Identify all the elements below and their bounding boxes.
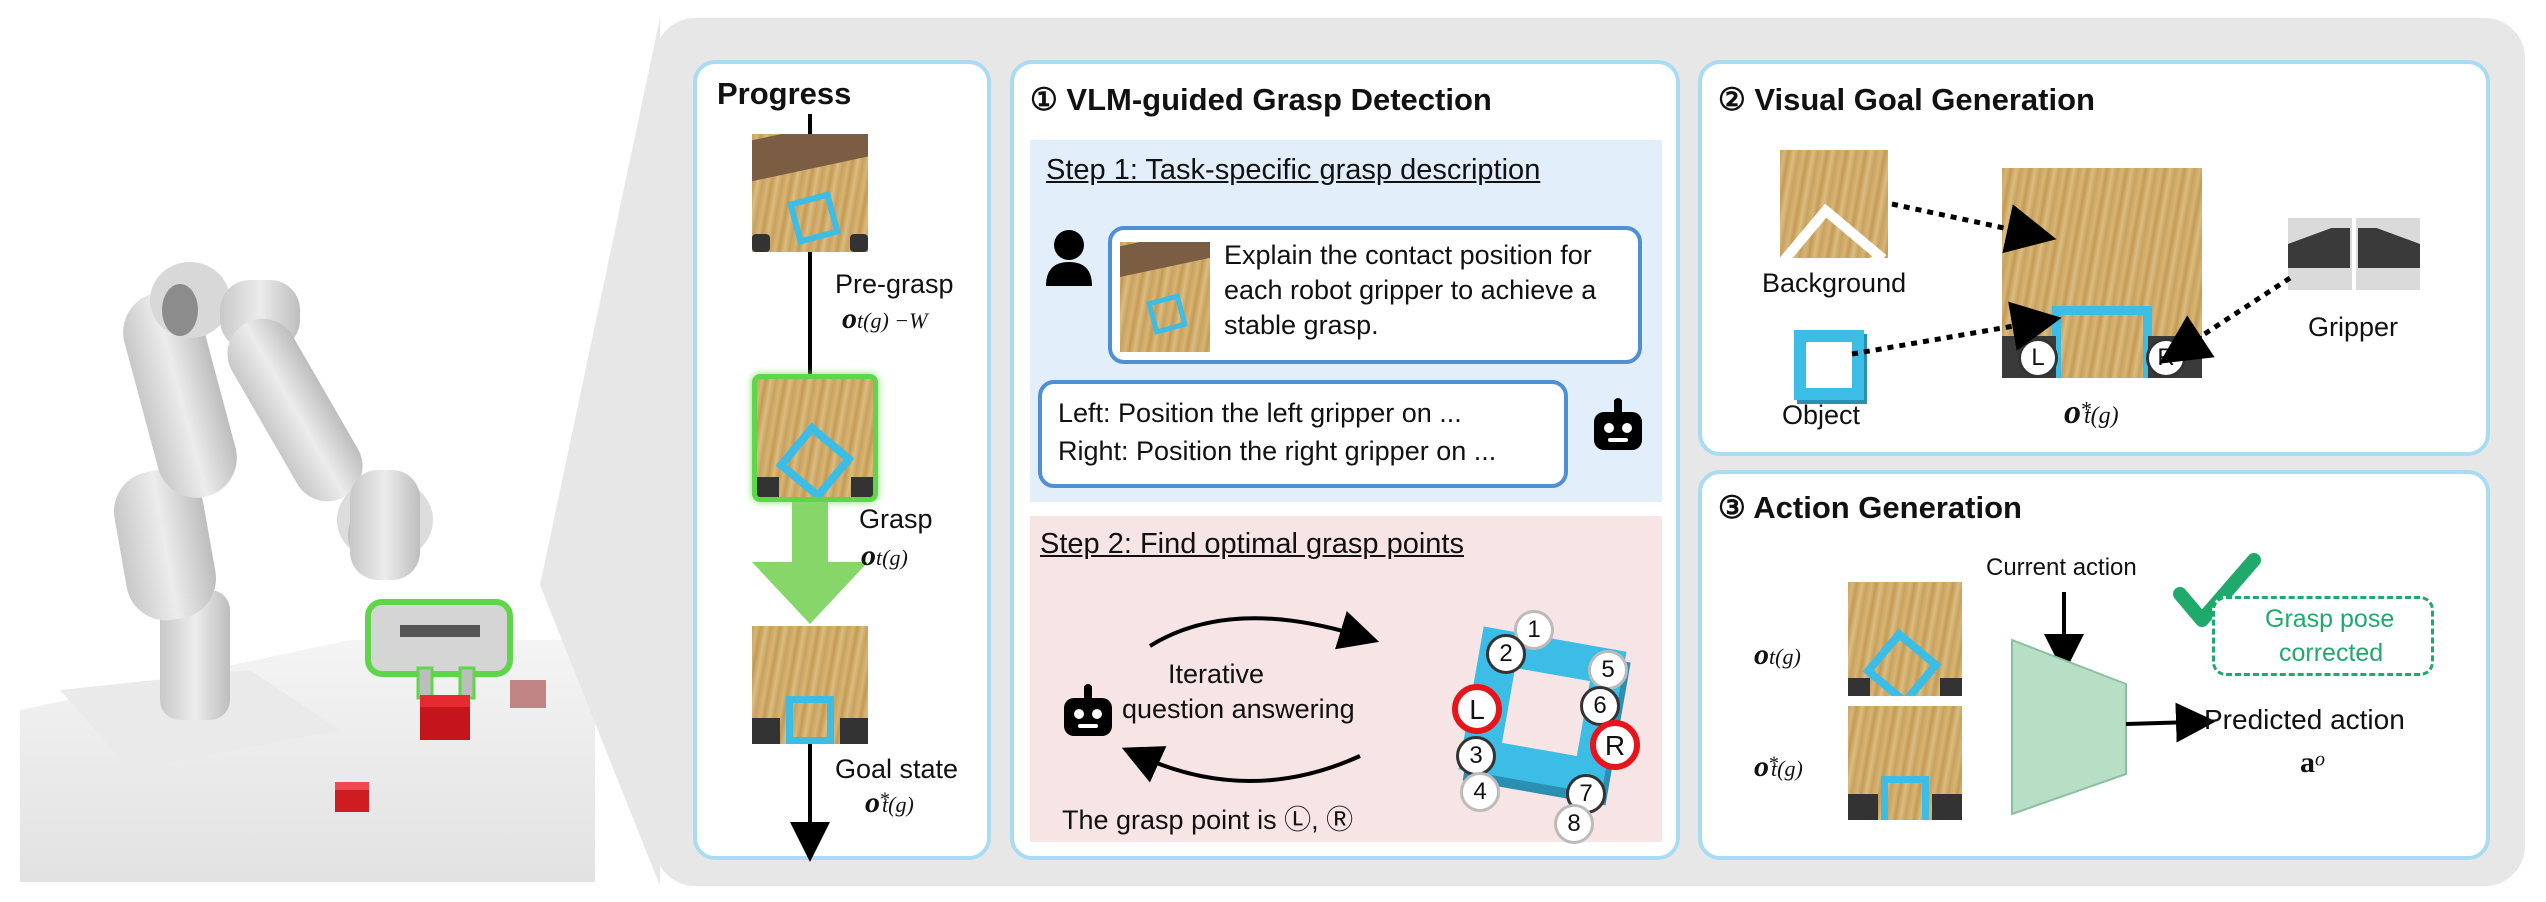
grasp-object: 1 2 3 4 5 6 7 8 L R (1430, 608, 1640, 844)
action-goal-image (1848, 706, 1962, 820)
grasp-image (752, 374, 878, 502)
correction-line-1: Grasp pose (2265, 605, 2395, 633)
user-icon (1046, 230, 1092, 286)
grasp-point-left: L (1452, 684, 1502, 734)
object-icon (1794, 330, 1864, 400)
grasp-point-5: 5 (1588, 650, 1628, 690)
step2-title: Step 2: Find optimal grasp points (1040, 528, 1464, 560)
answer-box: Left: Position the left gripper on ... R… (1038, 380, 1568, 488)
pre-grasp-symbol: ot(g) −W (842, 302, 928, 335)
background-image (1780, 150, 1888, 258)
answer-line-1: Left: Position the left gripper on ... (1058, 398, 1462, 428)
prompt-line-1: Explain the contact position for (1224, 240, 1592, 270)
current-action-label: Current action (1986, 554, 2137, 581)
robot-icon (1594, 398, 1642, 450)
action-obs-image (1848, 582, 1962, 696)
goal-state-image (752, 626, 868, 744)
iterative-line-2: question answering (1122, 694, 1355, 724)
goal-composition-arrows (1851, 201, 2292, 364)
progress-panel: Progress Pre-grasp ot(g) −W Grasp ot(g) … (693, 60, 991, 862)
correction-badge: Grasp pose corrected (2212, 596, 2434, 676)
progress-title: Progress (717, 76, 852, 111)
grasp-point-right: R (1590, 720, 1640, 770)
progress-arrow (752, 562, 868, 624)
prompt-line-2: each robot gripper to achieve a (1224, 275, 1597, 305)
action-goal-symbol: o*t(g) (1754, 750, 1803, 783)
action-generation-panel: ③ Action Generation ot(g) o*t(g) Current… (1698, 470, 2490, 860)
gripper-highlight (365, 599, 513, 677)
goal-generation-title: ② Visual Goal Generation (1718, 82, 2095, 117)
iterative-line-1: Iterative (1168, 659, 1265, 689)
grasp-point-6: 6 (1580, 686, 1620, 726)
grasp-point-3: 3 (1456, 736, 1496, 776)
prompt-line-3: stable grasp. (1224, 310, 1379, 340)
gripper-label: Gripper (2308, 312, 2399, 342)
correction-line-2: corrected (2279, 639, 2384, 667)
action-decoder (2011, 638, 2127, 816)
goal-label: Goal state (835, 754, 959, 784)
robot-icon-2 (1064, 684, 1112, 736)
goal-symbol: o*t(g) (2064, 394, 2119, 431)
goal-symbol: o*t(g) (865, 786, 914, 819)
grasp-point-2: 2 (1486, 634, 1526, 674)
robot-scene-illustration (20, 170, 600, 882)
predicted-action-symbol: ao (2300, 746, 2325, 779)
grasp-point-8: 8 (1554, 804, 1594, 844)
step2-area: Step 2: Find optimal grasp points Iterat… (1030, 516, 1662, 844)
grasp-detection-panel: ① VLM-guided Grasp Detection Step 1: Tas… (1010, 60, 1680, 860)
pre-grasp-label: Pre-grasp (835, 269, 954, 299)
step1-title: Step 1: Task-specific grasp description (1046, 154, 1541, 186)
grasp-detection-title: ① VLM-guided Grasp Detection (1030, 82, 1492, 117)
grasp-symbol: ot(g) (861, 539, 908, 572)
grasp-point-4: 4 (1460, 772, 1500, 812)
robot-scene (20, 170, 600, 882)
iterative-cycle-arrows (1121, 611, 1380, 783)
object-label: Object (1782, 400, 1861, 430)
action-network (2011, 553, 2261, 816)
answer-line-2: Right: Position the right gripper on ... (1058, 436, 1497, 466)
step1-area: Step 1: Task-specific grasp description … (1030, 140, 1662, 502)
prompt-box: Explain the contact position for each ro… (1108, 226, 1642, 364)
check-icon (2173, 553, 2261, 627)
grasp-label: Grasp (859, 504, 933, 534)
predicted-action-label: Predicted action (2204, 704, 2405, 735)
prompt-image (1120, 242, 1210, 352)
gripper-image (2288, 218, 2420, 290)
pre-grasp-image (752, 134, 868, 252)
background-label: Background (1762, 268, 1907, 298)
goal-generation-panel: ② Visual Goal Generation Background Obje… (1698, 60, 2490, 456)
grasp-point-text: The grasp point is Ⓛ, Ⓡ (1062, 805, 1354, 835)
action-obs-symbol: ot(g) (1754, 638, 1801, 671)
action-generation-title: ③ Action Generation (1718, 490, 2022, 525)
